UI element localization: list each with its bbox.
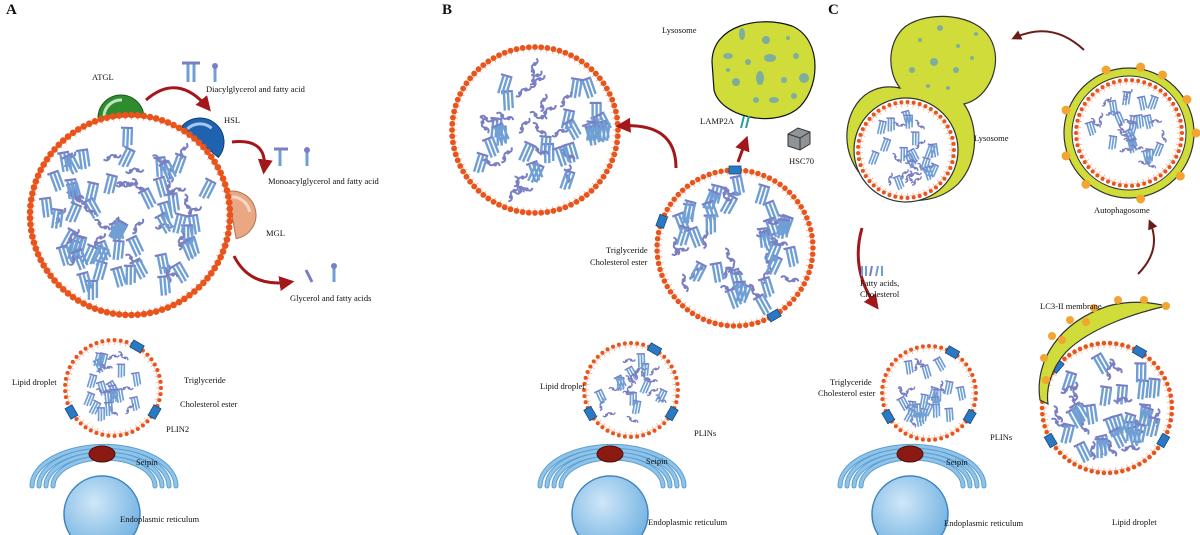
- fatty-acids-icon: [861, 265, 883, 277]
- hsl-label: HSL: [224, 115, 240, 125]
- fatty-acids-label-1: Fatty acids,: [860, 278, 899, 288]
- lipid-droplet-small-c: [880, 344, 978, 442]
- panel-b-letter: B: [442, 2, 452, 18]
- plins-label-c: PLINs: [990, 432, 1012, 442]
- panel-a: A ATGL Diacylglycerol and fatty acid HSL…: [6, 2, 379, 535]
- plins-label-b: PLINs: [694, 428, 716, 438]
- mag-product-icon: [274, 147, 310, 166]
- seipin-label-a: Seipin: [136, 457, 158, 467]
- hsl-enzyme: [180, 117, 225, 159]
- er-label-a: Endoplasmic reticulum: [120, 514, 199, 524]
- fusion-arrow: [1011, 30, 1085, 51]
- glycerol-product-icon: [304, 263, 337, 283]
- lipid-droplet-phagophore: [1039, 340, 1175, 476]
- release-arrow-c: [856, 227, 879, 310]
- lipid-droplet-in-autolysosome: [856, 100, 956, 200]
- hsl-arrow: [231, 140, 273, 175]
- endoplasmic-reticulum-a: [29, 443, 179, 535]
- lysosome-label-c: Lysosome: [974, 133, 1009, 143]
- mgl-enzyme: [227, 190, 257, 240]
- lipid-droplet-degraded-b: [449, 44, 621, 216]
- glycerol-label: Glycerol and fatty acids: [290, 293, 371, 303]
- lipid-release-arrow-b: [615, 117, 678, 169]
- seipin-label-c: Seipin: [946, 457, 968, 467]
- lc3-ii-membrane: [1038, 296, 1170, 406]
- mag-label: Monoacylglycerol and fatty acid: [268, 176, 379, 186]
- lipid-droplet-in-autophagosome: [1074, 78, 1184, 188]
- plin2-label: PLIN2: [166, 424, 189, 434]
- atgl-label: ATGL: [92, 72, 114, 82]
- er-label-c: Endoplasmic reticulum: [944, 518, 1023, 528]
- cholesterol-ester-label-b: Cholesterol ester: [590, 257, 648, 267]
- panel-a-letter: A: [6, 2, 17, 18]
- cholesterol-ester-label-a: Cholesterol ester: [180, 399, 238, 409]
- panel-c-letter: C: [828, 2, 839, 18]
- endoplasmic-reticulum-b: [537, 443, 687, 535]
- autophagosome-label: Autophagosome: [1094, 205, 1150, 215]
- mgl-label: MGL: [266, 228, 285, 238]
- lipid-droplet-small-b: [582, 341, 680, 439]
- dag-product-icon: [182, 61, 218, 82]
- cma-arrow: [735, 135, 750, 163]
- lamp2a-label: LAMP2A: [700, 116, 735, 126]
- dag-label: Diacylglycerol and fatty acid: [206, 84, 306, 94]
- mgl-arrow: [232, 255, 295, 291]
- lc3-label: LC3-II membrane: [1040, 301, 1102, 311]
- lipid-droplet-large-a: [26, 111, 234, 319]
- lysosome-label-b: Lysosome: [662, 25, 697, 35]
- fatty-acids-label-2: Cholesterol: [860, 289, 900, 299]
- triglyceride-label-a: Triglyceride: [184, 375, 226, 385]
- lipid-droplet-label-c: Lipid droplet: [1112, 517, 1157, 527]
- atgl-arrow: [145, 86, 211, 112]
- lamp2a-receptor: [740, 115, 750, 129]
- lysosome-b: [711, 21, 816, 120]
- triglyceride-label-b: Triglyceride: [606, 245, 648, 255]
- seipin-label-b: Seipin: [646, 456, 668, 466]
- panel-b: B Lysosome LAMP2A HSC70 Triglyceride Cho…: [442, 2, 816, 535]
- lipid-droplet-large-b: [654, 165, 816, 329]
- lipid-droplet-label-b: Lipid droplet: [540, 381, 585, 391]
- lipid-droplet-small-a: [63, 338, 163, 438]
- cholesterol-ester-label-c: Cholesterol ester: [818, 388, 876, 398]
- hsc70-label: HSC70: [789, 156, 814, 166]
- lipid-droplet-label-a: Lipid droplet: [12, 377, 57, 387]
- maturation-arrow: [1137, 219, 1158, 275]
- er-label-b: Endoplasmic reticulum: [648, 517, 727, 527]
- hsc70-chaperone: [787, 127, 811, 151]
- triglyceride-label-c: Triglyceride: [830, 377, 872, 387]
- endoplasmic-reticulum-c: [837, 443, 987, 535]
- panel-c: C Lysosome Autophagosome Fatty acids, Ch…: [818, 2, 1200, 535]
